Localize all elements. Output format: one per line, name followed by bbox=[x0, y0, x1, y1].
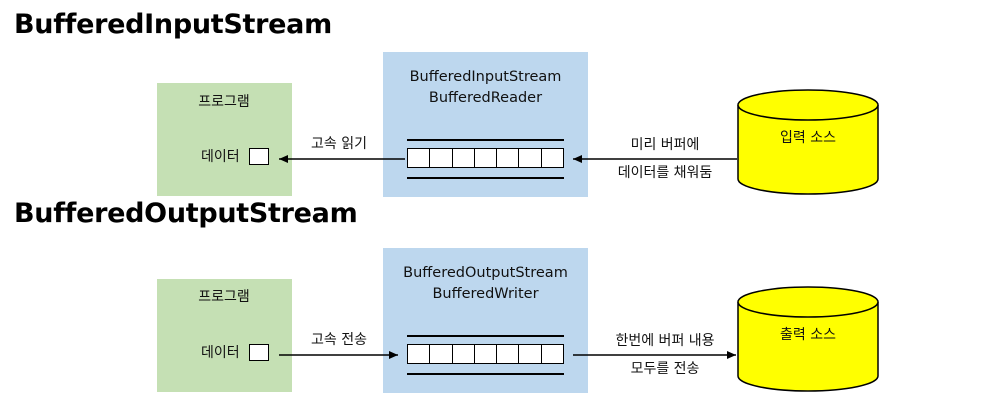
output-sink-cylinder bbox=[737, 286, 879, 392]
input-section-title: BufferedInputStream bbox=[14, 9, 332, 40]
input-buffer-top-line bbox=[407, 139, 564, 141]
output-buffer-box: BufferedOutputStream BufferedWriter bbox=[383, 248, 588, 393]
output-buffer-bottom-line bbox=[407, 373, 564, 375]
output-sink-label: 출력 소스 bbox=[780, 327, 836, 343]
input-source-cylinder bbox=[737, 89, 879, 195]
output-buffer-title-2: BufferedWriter bbox=[432, 286, 539, 302]
output-data-label: 데이터 bbox=[201, 345, 240, 361]
input-buffer-title-1: BufferedInputStream bbox=[409, 69, 562, 85]
input-program-box: 프로그램 데이터 bbox=[157, 83, 292, 196]
input-source-arrow-label-2: 데이터를 채워둠 bbox=[617, 165, 713, 181]
output-sink-arrow-label-2: 모두를 전송 bbox=[630, 361, 700, 377]
output-buffer-title-1: BufferedOutputStream bbox=[403, 265, 568, 281]
input-source-arrow-label-1: 미리 버퍼에 bbox=[630, 137, 700, 153]
output-program-arrow-label: 고속 전송 bbox=[311, 332, 367, 348]
output-sink-arrow-label-1: 한번에 버퍼 내용 bbox=[615, 333, 715, 349]
input-buffer-bottom-line bbox=[407, 177, 564, 179]
input-data-label: 데이터 bbox=[201, 149, 240, 165]
output-program-label: 프로그램 bbox=[198, 289, 250, 305]
input-source-label: 입력 소스 bbox=[780, 130, 836, 146]
input-program-label: 프로그램 bbox=[198, 94, 250, 110]
output-section-title: BufferedOutputStream bbox=[14, 198, 358, 229]
output-program-box: 프로그램 데이터 bbox=[157, 279, 292, 392]
input-buffer-title-2: BufferedReader bbox=[428, 90, 543, 106]
output-buffer-top-line bbox=[407, 335, 564, 337]
input-data-cell bbox=[249, 148, 269, 165]
output-data-cell bbox=[249, 344, 269, 361]
input-buffer-box: BufferedInputStream BufferedReader bbox=[383, 52, 588, 197]
input-buffer-cells bbox=[407, 148, 564, 168]
output-buffer-cells bbox=[407, 344, 564, 364]
input-program-arrow-label: 고속 읽기 bbox=[311, 136, 367, 152]
